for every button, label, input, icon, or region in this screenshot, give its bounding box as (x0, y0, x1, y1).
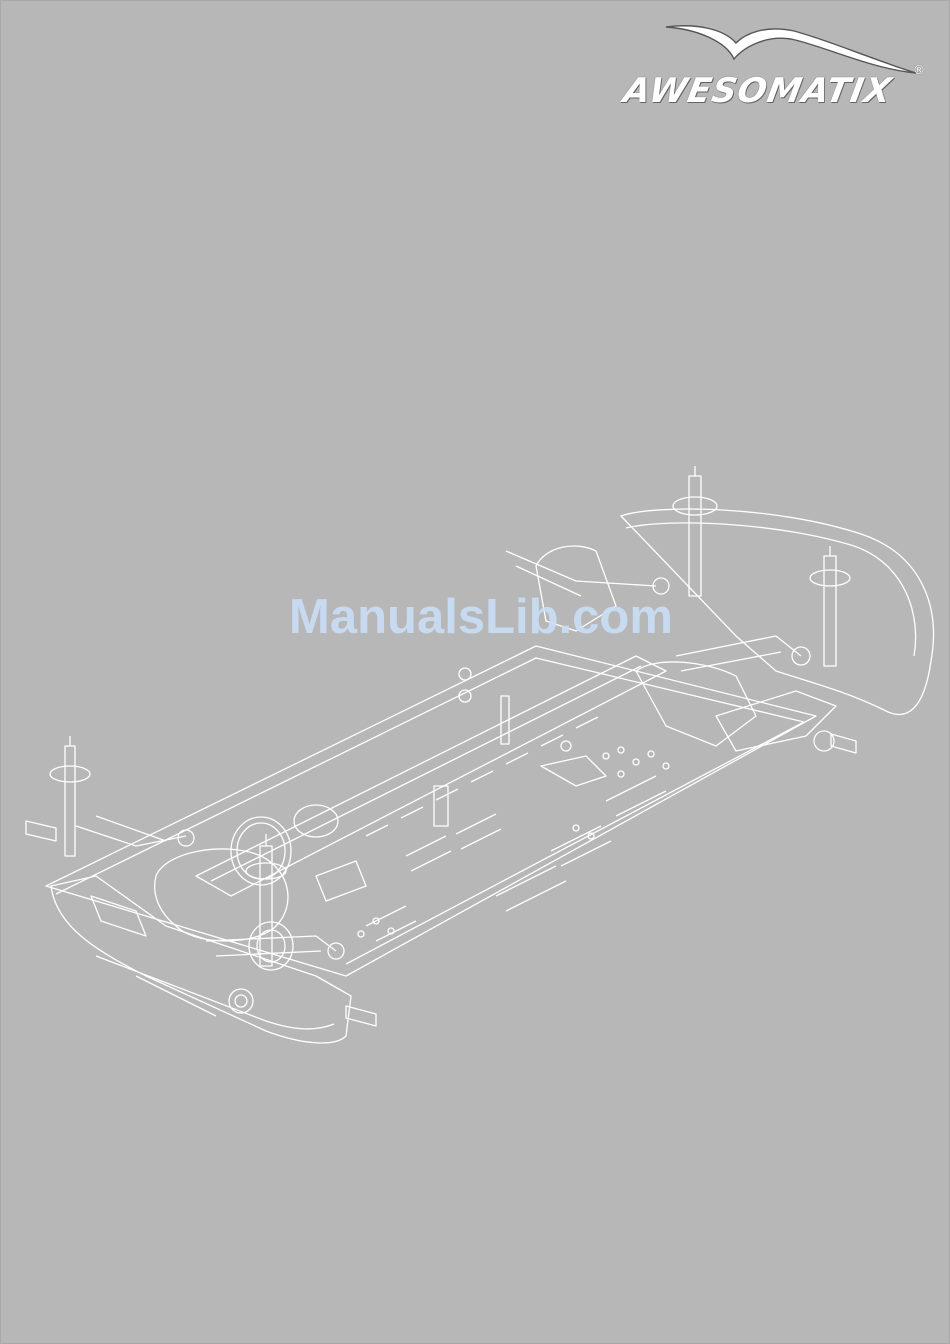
lower-plate-slots (366, 776, 666, 941)
manualslib-watermark: ManualsLib.com (1, 589, 950, 645)
logo-swoosh-icon (616, 19, 936, 79)
chassis-illustration (16, 456, 946, 1066)
front-left-axle (26, 821, 56, 841)
front-upper-arm (76, 816, 186, 846)
top-deck (196, 656, 666, 896)
awesomatix-logo: AWESOMATIX ® (616, 19, 936, 114)
main-chassis-plate (46, 646, 816, 976)
plate-holes (358, 747, 669, 937)
registered-mark: ® (913, 63, 925, 77)
spur-gear (231, 817, 291, 885)
brand-name: AWESOMATIX (620, 71, 895, 111)
top-deck-slots (366, 717, 598, 836)
front-right-axle (346, 1006, 376, 1026)
rear-axle (831, 734, 856, 753)
servo-mount (541, 756, 606, 786)
